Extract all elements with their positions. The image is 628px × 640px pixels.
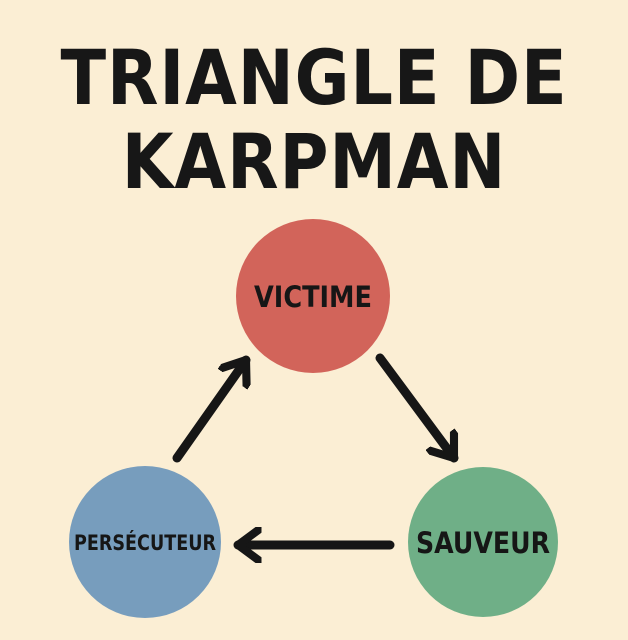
node-persecuteur-circle <box>69 466 221 618</box>
node-persecuteur-label: PERSÉCUTEUR <box>74 530 216 555</box>
title-line-2: KARPMAN <box>121 117 507 206</box>
node-sauveur: SAUVEUR <box>408 467 558 617</box>
node-victime-label: VICTIME <box>254 280 372 314</box>
node-sauveur-circle <box>408 467 558 617</box>
title-line-1: TRIANGLE DE <box>60 33 568 122</box>
node-sauveur-label: SAUVEUR <box>416 526 550 560</box>
node-victime: VICTIME <box>236 219 390 373</box>
node-persecuteur: PERSÉCUTEUR <box>69 466 221 618</box>
node-victime-circle <box>236 219 390 373</box>
arrow-persecuteur-to-victime <box>172 355 246 463</box>
arrow-victime-to-sauveur <box>375 353 459 463</box>
